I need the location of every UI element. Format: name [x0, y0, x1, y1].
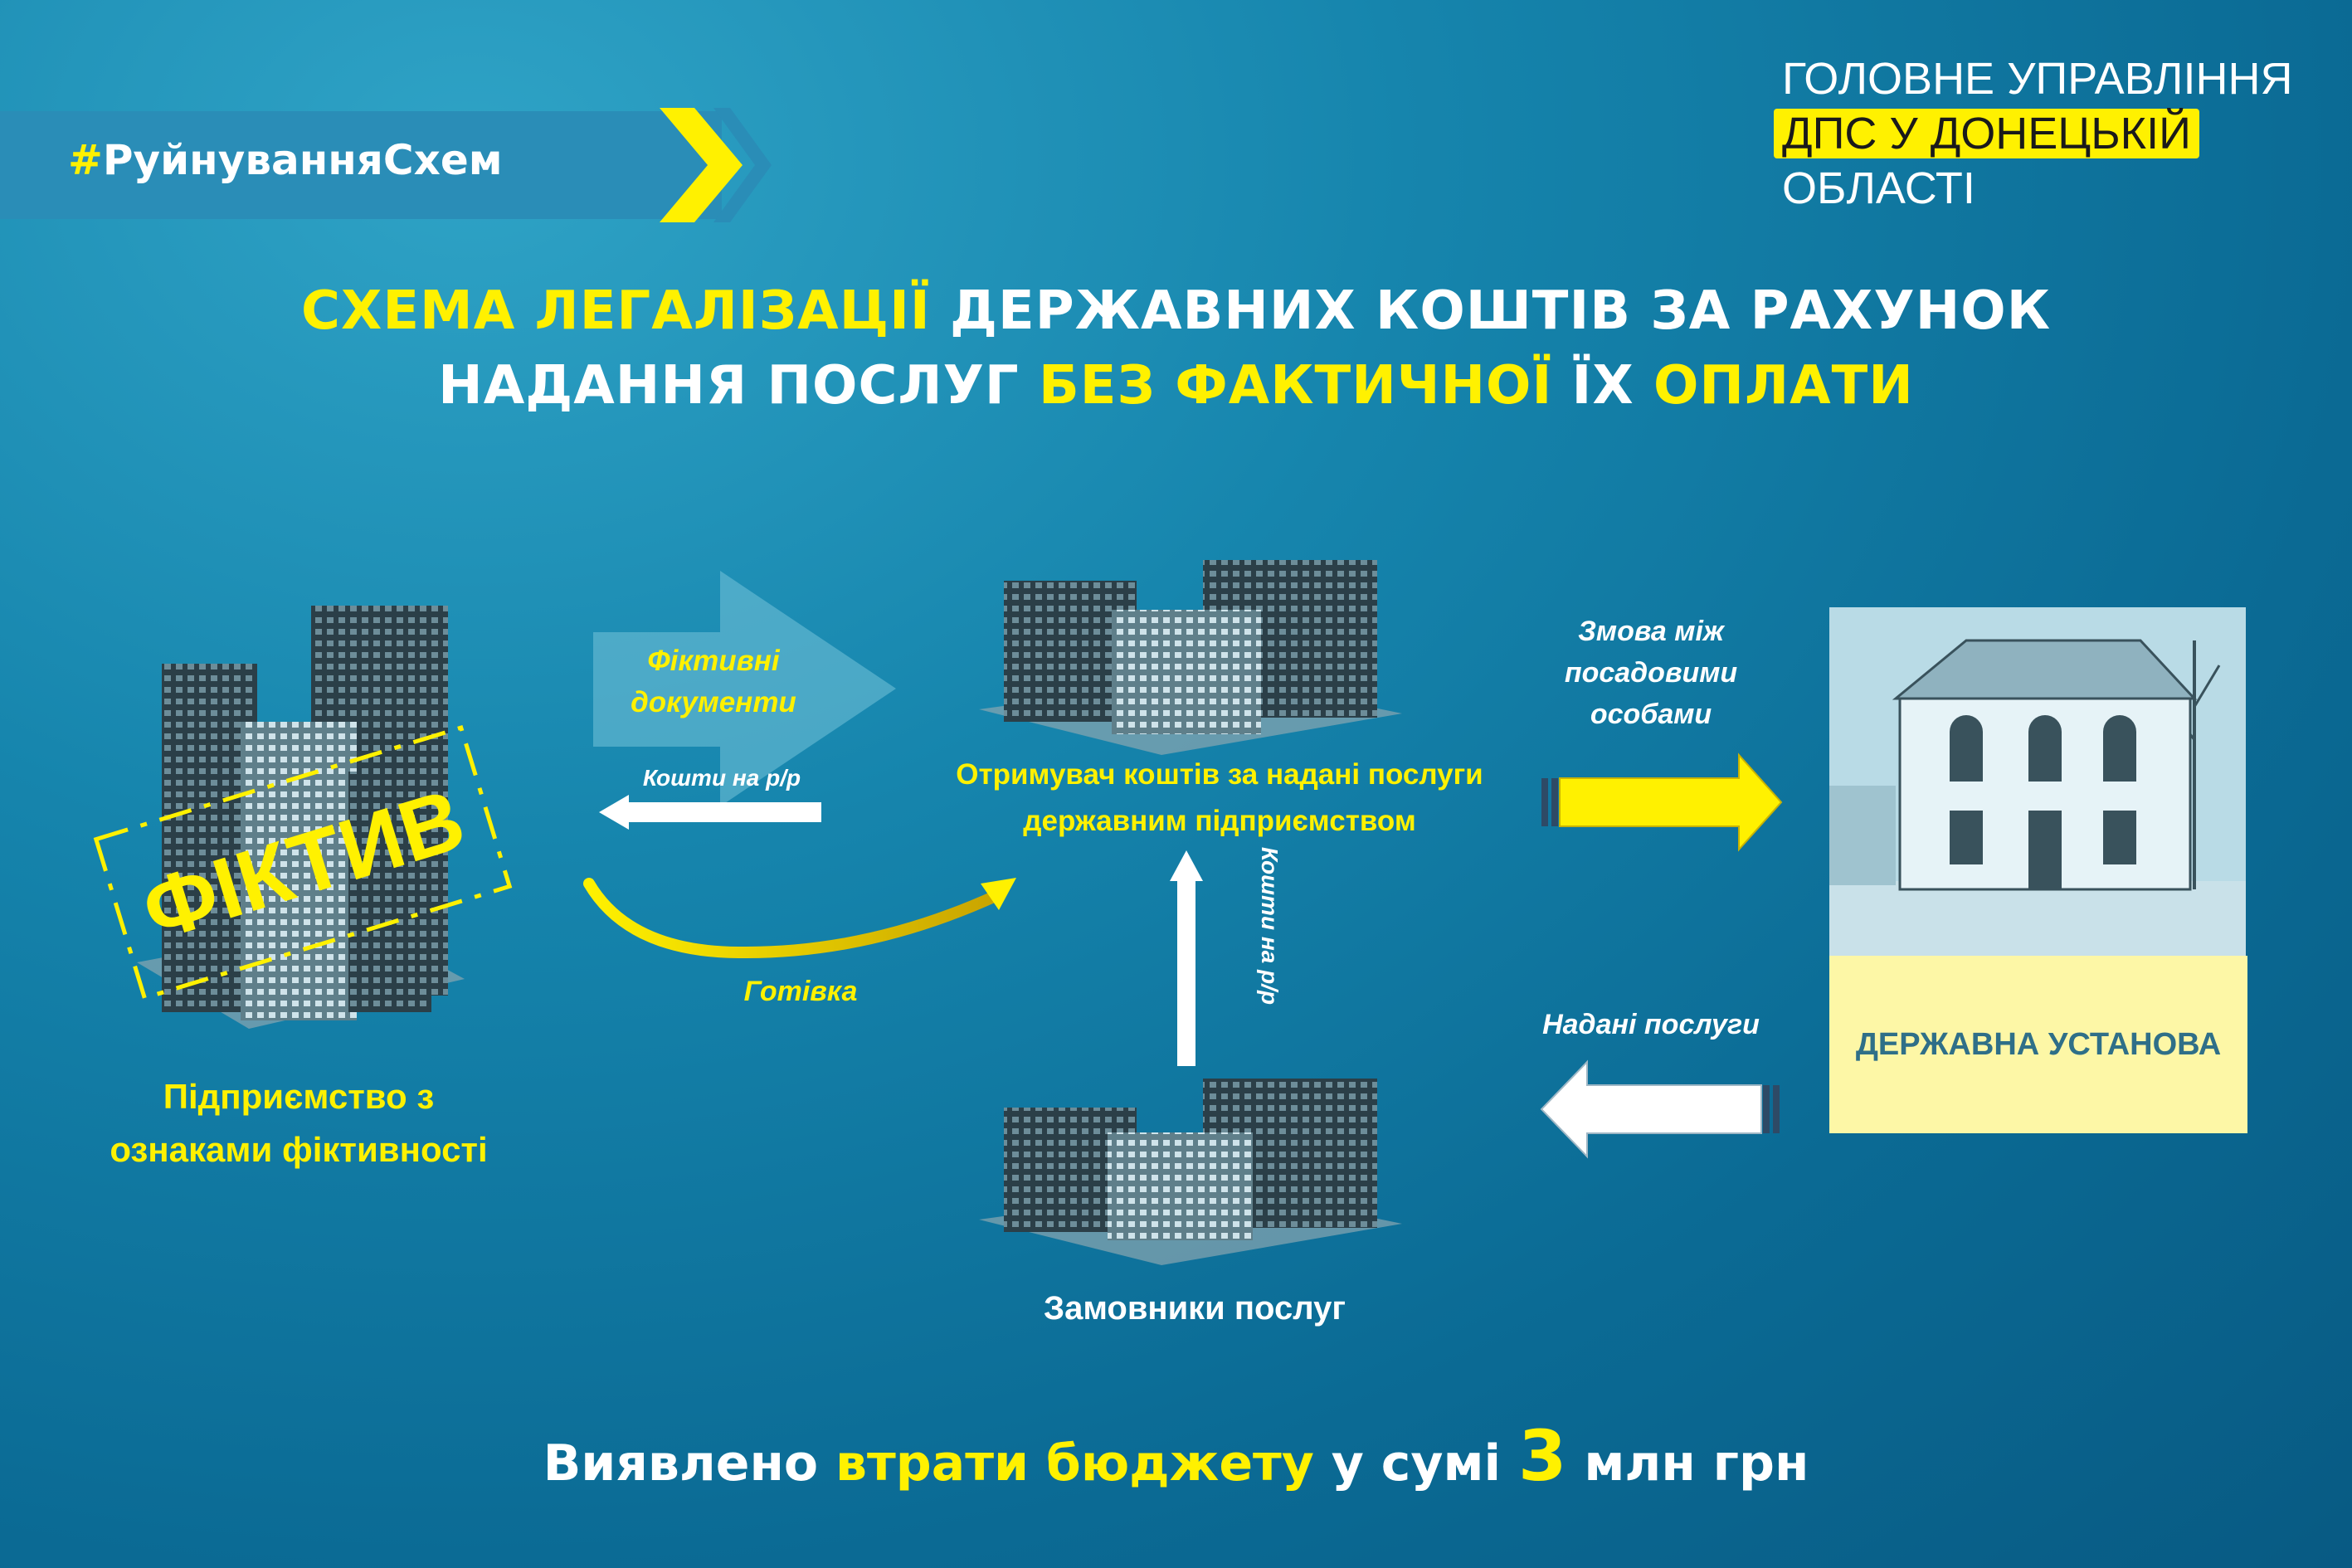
org-line-3: ОБЛАСТІ: [1782, 163, 1975, 213]
fake-company-buildings-icon: [137, 606, 465, 1029]
hashtag-label: РуйнуванняСхем: [102, 136, 503, 184]
org-name: ГОЛОВНЕ УПРАВЛІННЯ ДПС У ДОНЕЦЬКІЙ ОБЛАС…: [1774, 51, 2293, 216]
org-line-2: ДПС У ДОНЕЦЬКІЙ: [1774, 109, 2199, 158]
title-text-1: ДЕРЖАВНИХ КОШТІВ ЗА РАХУНОК: [930, 280, 2051, 342]
collusion-label-line-3: особами: [1590, 699, 1712, 730]
documents-arrow: [593, 571, 896, 806]
footer-text-1: Виявлено: [543, 1434, 836, 1493]
title-text-2: НАДАННЯ ПОСЛУГ: [438, 355, 1039, 416]
state-institution-box: ДЕРЖАВНА УСТАНОВА: [1829, 956, 2247, 1133]
state-institution-label: ДЕРЖАВНА УСТАНОВА: [1855, 1026, 2222, 1062]
money-transfer-arrow: [599, 795, 821, 830]
title-highlight-2: БЕЗ ФАКТИЧНОЇ: [1038, 355, 1553, 416]
collusion-label: Змова між посадовими особами: [1543, 611, 1759, 735]
chevron-right-icon: [713, 108, 772, 222]
documents-label-line-2: документи: [631, 686, 796, 718]
vertical-money-label: Кошти на р/р: [1257, 846, 1283, 1006]
org-line-1: ГОЛОВНЕ УПРАВЛІННЯ: [1782, 54, 2293, 104]
money-transfer-label: Кошти на р/р: [642, 765, 801, 791]
receiver-label-line-1: Отримувач коштів за надані послуги: [956, 758, 1483, 791]
government-building-image: [1829, 607, 2246, 956]
footer-text-2: у сумі: [1313, 1434, 1518, 1493]
cash-label: Готівка: [743, 976, 858, 1007]
page-title: СХЕМА ЛЕГАЛІЗАЦІЇ ДЕРЖАВНИХ КОШТІВ ЗА РА…: [0, 274, 2352, 423]
documents-label-line-1: Фіктивні: [647, 645, 780, 677]
title-highlight-3: ОПЛАТИ: [1653, 355, 1914, 416]
fake-company-label: Підприємство з ознаками фіктивності: [91, 1070, 506, 1176]
services-label: Надані послуги: [1542, 1009, 1760, 1040]
collusion-label-line-2: посадовими: [1564, 657, 1738, 689]
collusion-arrow: [1541, 752, 1783, 852]
footer-amount: 3: [1517, 1415, 1567, 1497]
cash-curve-arrow: [583, 878, 1016, 959]
services-arrow: [1540, 1059, 1780, 1159]
documents-label: Фіктивні документи: [589, 640, 838, 723]
title-highlight-1: СХЕМА ЛЕГАЛІЗАЦІЇ: [301, 280, 931, 342]
customers-label: Замовники послуг: [1044, 1290, 1346, 1327]
footer-text-3: млн грн: [1566, 1434, 1809, 1493]
receiver-buildings-icon: [979, 560, 1402, 755]
hashtag-banner: [0, 111, 722, 219]
chevron-right-icon: [660, 108, 743, 222]
customer-buildings-icon: [979, 1079, 1402, 1265]
collusion-label-line-1: Змова між: [1578, 616, 1724, 647]
footer-highlight-1: втрати бюджету: [835, 1434, 1314, 1493]
hashtag-text: #РуйнуванняСхем: [68, 136, 503, 184]
fake-company-label-line-2: ознаками фіктивності: [110, 1130, 488, 1169]
vertical-money-arrow: [1170, 850, 1203, 1066]
loss-summary: Виявлено втрати бюджету у сумі 3 млн грн: [0, 1415, 2352, 1497]
receiver-label-line-2: державним підприємством: [1023, 805, 1416, 837]
receiver-label: Отримувач коштів за надані послуги держа…: [879, 752, 1560, 845]
title-text-3: ЇХ: [1552, 355, 1653, 416]
fake-company-label-line-1: Підприємство з: [163, 1077, 435, 1116]
